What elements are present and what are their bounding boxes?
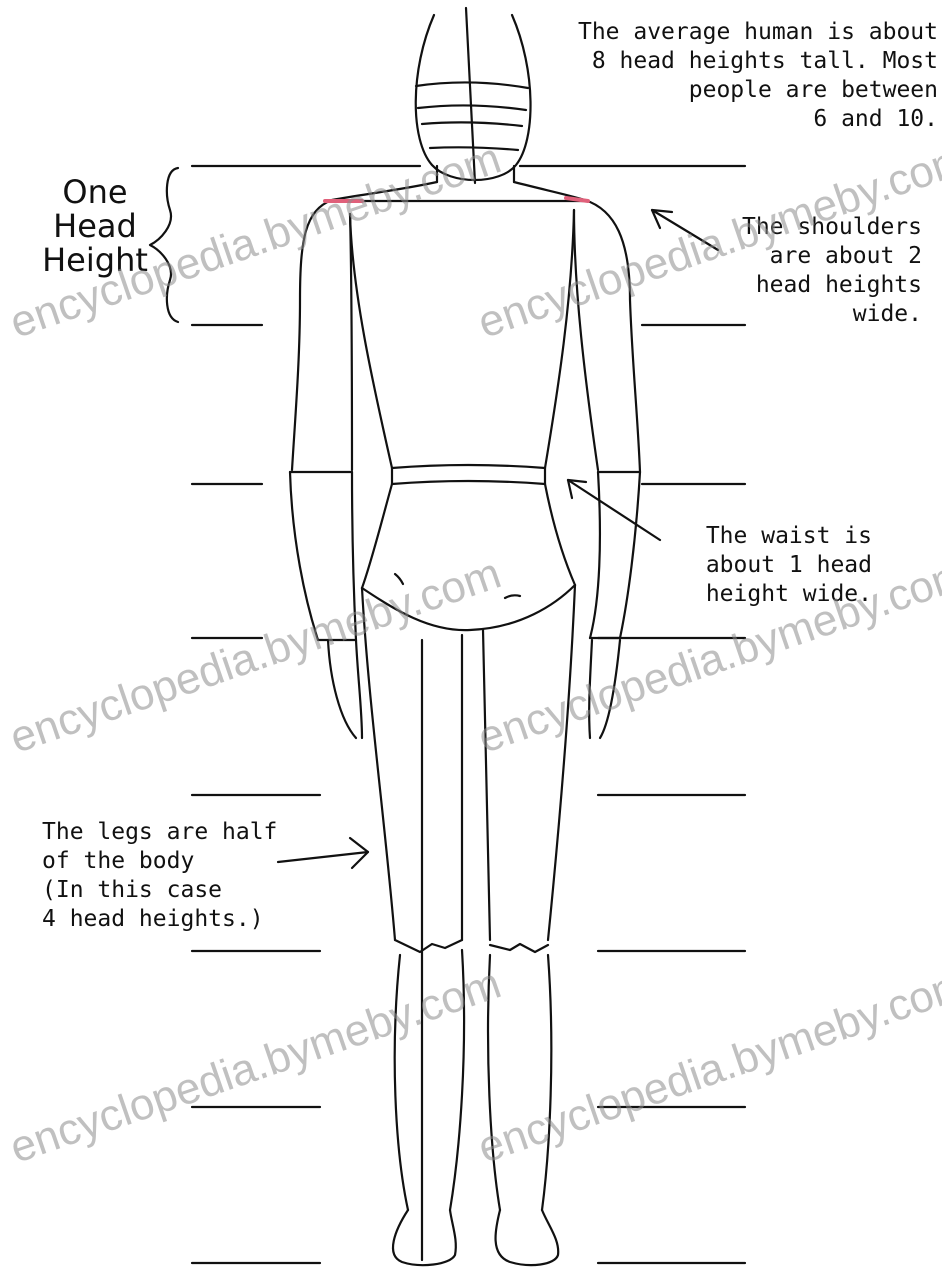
one-head-height-line1: One xyxy=(20,175,170,209)
average-human-note: The average human is about 8 head height… xyxy=(520,18,938,134)
legs-note: The legs are half of the body (In this c… xyxy=(42,818,302,934)
waist-note: The waist is about 1 head height wide. xyxy=(660,522,872,609)
right-arm xyxy=(574,200,640,738)
shoulders-note: The shoulders are about 2 head heights w… xyxy=(690,213,922,329)
pointer-arrows xyxy=(278,210,718,868)
pelvis xyxy=(362,484,575,630)
head xyxy=(416,8,531,183)
one-head-height-label: One Head Height xyxy=(20,175,170,277)
head-height-guide-lines xyxy=(192,166,745,1263)
one-head-height-line2: Head xyxy=(20,209,170,243)
legs xyxy=(362,585,575,1265)
one-head-height-line3: Height xyxy=(20,243,170,277)
torso xyxy=(330,166,585,484)
left-arm xyxy=(290,200,362,738)
